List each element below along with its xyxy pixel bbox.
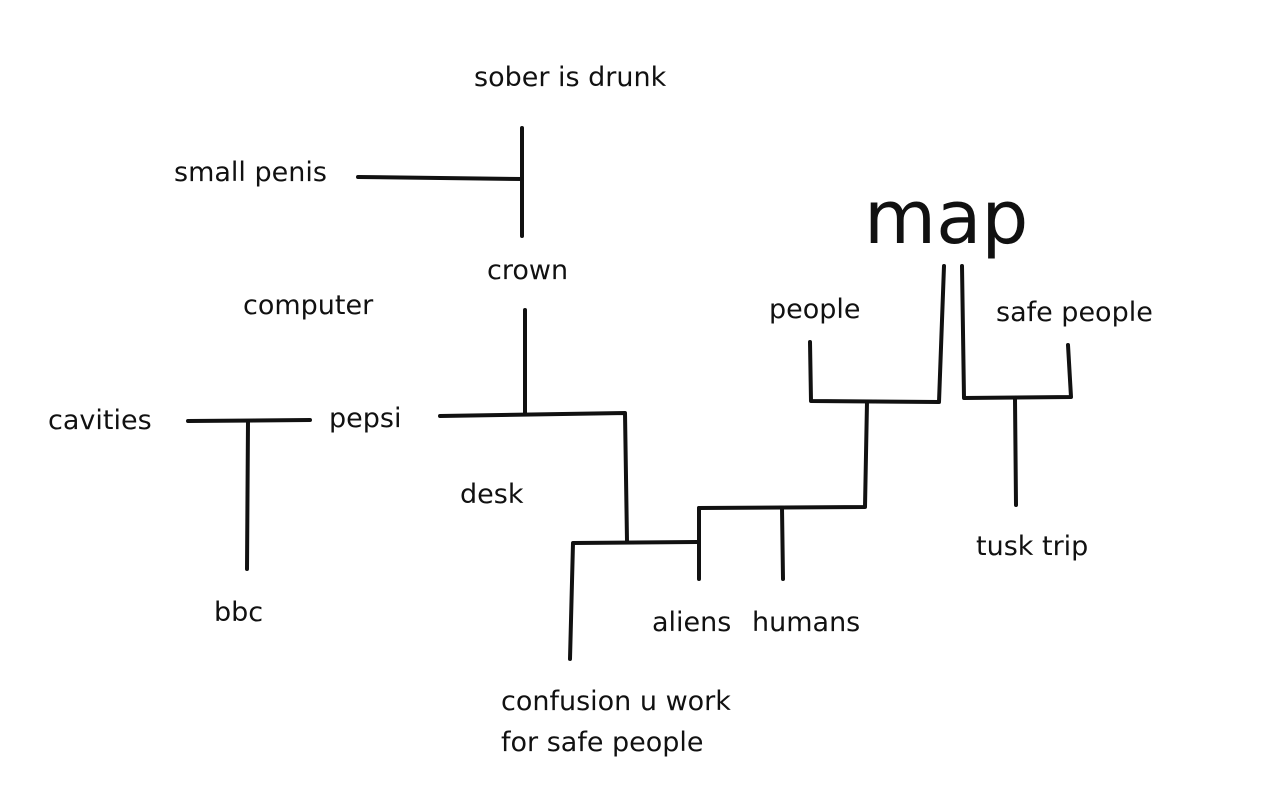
label-aliens: aliens [652,607,732,638]
label-confusion-line-1: confusion u work [501,686,731,717]
label-small-penis: small penis [174,157,327,188]
connector-humans [780,506,785,581]
label-people: people [769,294,861,325]
connector-humans-bar [697,400,869,510]
label-safe-people: safe people [996,297,1153,328]
connector-small-penis [356,175,524,181]
connector-bbc [245,419,250,571]
label-pepsi: pepsi [329,403,402,434]
label-bbc: bbc [214,597,264,628]
label-humans: humans [752,607,861,638]
label-cavities: cavities [48,405,152,436]
connector-pepsi-bar [438,411,629,543]
connector-tusk-trip [1013,397,1018,507]
connector-safe-people [960,264,1073,400]
label-sober-is-drunk: sober is drunk [474,62,667,93]
connector-confusion [568,540,699,661]
map-title: map [864,175,1029,261]
label-desk: desk [460,479,524,510]
label-confusion-line-2: for safe people [501,727,704,758]
connector-people [808,264,946,404]
label-computer: computer [243,290,374,321]
label-tusk-trip: tusk trip [976,531,1089,562]
label-crown: crown [487,255,569,286]
